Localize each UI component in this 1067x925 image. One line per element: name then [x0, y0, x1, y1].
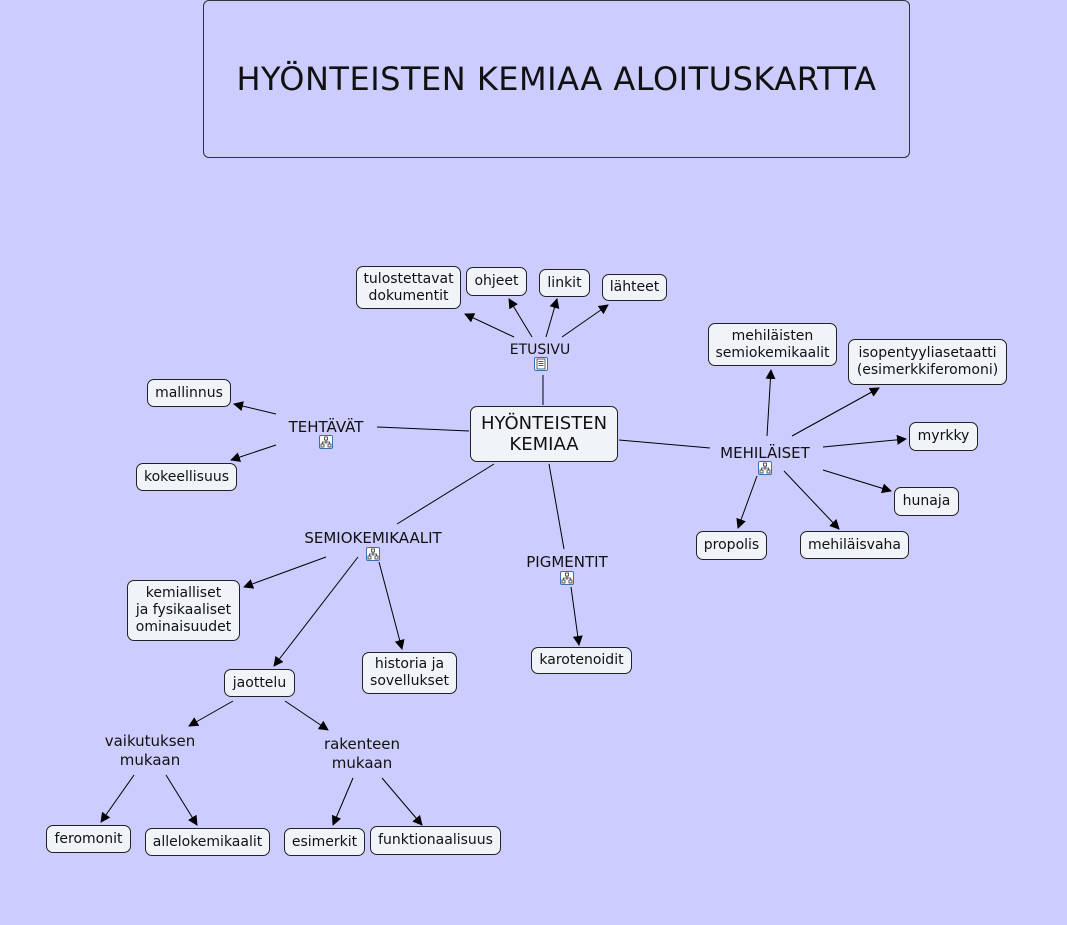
label-rakenteen-mukaan[interactable]: rakenteen mukaan	[323, 735, 401, 772]
link-mehilaiset-myrkky	[822, 434, 907, 448]
link-rakenteen-funktionaalisuus	[381, 777, 423, 826]
submap-icon[interactable]	[560, 571, 574, 585]
link-vaikutuksen-allelokemikaalit	[165, 774, 198, 826]
hub-tehtavat[interactable]: TEHTÄVÄT	[288, 418, 364, 436]
link-center-tehtavat	[376, 426, 470, 432]
page-title: HYÖNTEISTEN KEMIAA ALOITUSKARTTA	[236, 60, 877, 98]
link-etusivu-ohjeet	[508, 298, 533, 338]
node-esimerkit[interactable]: esimerkit	[284, 828, 365, 856]
link-mehilaiset-propolis	[736, 475, 758, 529]
link-etusivu-tulostettavat	[464, 313, 515, 338]
link-etusivu-lahteet	[561, 304, 609, 338]
link-tehtavat-kokeellisuus	[230, 444, 277, 462]
hub-etusivu[interactable]: ETUSIVU	[509, 342, 571, 358]
node-tulostettavat-dokumentit[interactable]: tulostettavat dokumentit	[356, 266, 461, 309]
node-karotenoidit[interactable]: karotenoidit	[531, 647, 632, 674]
node-propolis[interactable]: propolis	[696, 531, 767, 560]
node-lahteet[interactable]: lähteet	[602, 274, 667, 301]
link-pigmentit-karotenoidit	[570, 586, 583, 646]
node-funktionaalisuus[interactable]: funktionaalisuus	[370, 826, 501, 855]
node-jaottelu[interactable]: jaottelu	[224, 669, 295, 697]
center-node[interactable]: HYÖNTEISTEN KEMIAA	[470, 406, 618, 462]
node-historia-sovellukset[interactable]: historia ja sovellukset	[362, 652, 457, 694]
hub-mehilaiset[interactable]: MEHILÄISET	[720, 444, 810, 462]
node-hunaja[interactable]: hunaja	[894, 487, 959, 516]
hub-pigmentit[interactable]: PIGMENTIT	[526, 553, 608, 571]
node-kemialliset-ominaisuudet[interactable]: kemialliset ja fysikaaliset ominaisuudet	[127, 580, 240, 641]
title-box: HYÖNTEISTEN KEMIAA ALOITUSKARTTA	[203, 0, 910, 158]
hub-semiokemikaalit[interactable]: SEMIOKEMIKAALIT	[304, 529, 442, 547]
document-icon[interactable]	[534, 357, 548, 371]
link-rakenteen-esimerkit	[331, 777, 354, 826]
node-mehilaisten-semiokemikaalit[interactable]: mehiläisten semiokemikaalit	[708, 323, 837, 366]
node-linkit[interactable]: linkit	[539, 269, 590, 297]
link-semio-kemialliset	[243, 556, 327, 589]
node-kokeellisuus[interactable]: kokeellisuus	[136, 463, 237, 491]
link-mehilaiset-isopentyyli	[791, 387, 880, 437]
link-tehtavat-mallinnus	[233, 401, 277, 415]
link-semio-jaottelu	[273, 556, 359, 667]
link-etusivu-linkit	[545, 298, 560, 338]
link-center-semio	[396, 463, 495, 525]
link-semio-historia	[378, 561, 405, 650]
submap-icon[interactable]	[758, 461, 772, 475]
node-mallinnus[interactable]: mallinnus	[147, 379, 231, 407]
node-mehilaisvaha[interactable]: mehiläisvaha	[800, 531, 909, 559]
link-mehilaiset-mehilaisvaha	[783, 470, 840, 530]
link-jaottelu-rakenteen	[284, 700, 329, 731]
link-jaottelu-vaikutuksen	[188, 700, 234, 727]
node-allelokemikaalit[interactable]: allelokemikaalit	[145, 828, 270, 856]
link-center-pigmentit	[548, 463, 565, 550]
link-center-mehilaiset	[618, 439, 711, 449]
label-vaikutuksen-mukaan[interactable]: vaikutuksen mukaan	[104, 732, 196, 769]
node-myrkky[interactable]: myrkky	[909, 422, 978, 451]
node-isopentyyliasetaatti[interactable]: isopentyyliasetaatti (esimerkkiferomoni)	[848, 339, 1007, 385]
link-mehilaiset-semiokemikaalit	[765, 369, 776, 437]
submap-icon[interactable]	[319, 435, 333, 449]
submap-icon[interactable]	[366, 547, 380, 561]
node-ohjeet[interactable]: ohjeet	[466, 267, 527, 296]
link-mehilaiset-hunaja	[822, 469, 892, 494]
link-vaikutuksen-feromonit	[100, 774, 135, 823]
node-feromonit[interactable]: feromonit	[46, 825, 131, 853]
